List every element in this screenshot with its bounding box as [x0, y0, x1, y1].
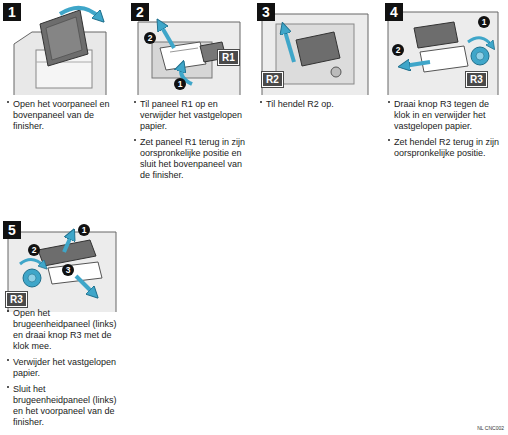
callout-number: 2	[144, 32, 156, 44]
instruction-bullet: Til hendel R2 op.	[259, 99, 377, 110]
step-1-figure	[14, 8, 106, 95]
part-label-text: R3	[470, 74, 483, 85]
bullet-dot	[7, 101, 9, 103]
part-label-text: R2	[266, 74, 279, 85]
callout-number-text: 1	[178, 79, 183, 89]
bullet-dot	[7, 310, 9, 312]
step-number: 5	[3, 221, 21, 239]
step-number: 4	[385, 3, 403, 21]
callout-number-text: 1	[482, 17, 487, 27]
instruction-column: Draai knop R3 tegen de klok in en verwij…	[387, 99, 503, 164]
instruction-column: Open het voorpaneel en bovenpaneel van d…	[6, 99, 124, 137]
bullet-dot	[388, 139, 390, 141]
bullet-dot	[388, 101, 390, 103]
step-number: 1	[3, 3, 21, 21]
callout-number: 2	[28, 244, 40, 256]
instruction-text: Til paneel R1 op en verwijder het vastge…	[140, 99, 242, 131]
callout-number: 1	[78, 224, 90, 236]
step-number-text: 3	[262, 4, 270, 20]
instruction-column: Open het brugeenheidpaneel (links) en dr…	[6, 308, 124, 433]
bullet-dot	[134, 101, 136, 103]
instruction-text: Sluit het brugeenheidpaneel (links) en h…	[13, 384, 117, 427]
callout-number-text: 2	[148, 33, 153, 43]
callout-number: 2	[392, 44, 404, 56]
part-label-text: R3	[10, 294, 23, 305]
instruction-text: Til hendel R2 op.	[266, 99, 334, 109]
bullet-dot	[7, 359, 9, 361]
callout-number-text: 2	[32, 245, 37, 255]
step-3-figure	[262, 14, 368, 95]
bullet-dot	[134, 139, 136, 141]
step-number-text: 1	[8, 4, 16, 20]
callout-number-text: 1	[82, 225, 87, 235]
step-number: 2	[131, 3, 149, 21]
instruction-bullet: Open het voorpaneel en bovenpaneel van d…	[6, 99, 124, 132]
callout-number-text: 3	[66, 265, 71, 275]
instruction-column: Til hendel R2 op.	[259, 99, 377, 115]
part-label: R3	[466, 72, 487, 87]
step-number-text: 4	[390, 4, 398, 20]
bullet-dot	[7, 386, 9, 388]
callout-number: 1	[174, 78, 186, 90]
instruction-bullet: Zet hendel R2 terug in zijn oorspronkeli…	[387, 137, 503, 159]
instruction-text: Zet paneel R1 terug in zijn oorspronkeli…	[140, 137, 245, 180]
instruction-text: Verwijder het vastgelopen papier.	[13, 357, 116, 378]
step-2-figure	[138, 22, 240, 95]
callout-number: 1	[478, 16, 490, 28]
part-label-text: R1	[222, 52, 235, 63]
instruction-text: Zet hendel R2 terug in zijn oorspronkeli…	[394, 137, 499, 158]
instruction-column: Til paneel R1 op en verwijder het vastge…	[133, 99, 251, 186]
instruction-bullet: Sluit het brugeenheidpaneel (links) en h…	[6, 384, 124, 428]
instruction-bullet: Open het brugeenheidpaneel (links) en dr…	[6, 308, 124, 352]
instruction-text: Draai knop R3 tegen de klok in en verwij…	[394, 99, 489, 131]
instruction-bullet: Draai knop R3 tegen de klok in en verwij…	[387, 99, 503, 132]
step-number: 3	[257, 3, 275, 21]
figure-code: NL CNC002	[477, 425, 504, 431]
instruction-bullet: Til paneel R1 op en verwijder het vastge…	[133, 99, 251, 132]
instruction-text: Open het voorpaneel en bovenpaneel van d…	[13, 99, 110, 131]
instruction-bullet: Zet paneel R1 terug in zijn oorspronkeli…	[133, 137, 251, 181]
part-label: R1	[218, 50, 239, 65]
step-number-text: 2	[136, 4, 144, 20]
instruction-bullet: Verwijder het vastgelopen papier.	[6, 357, 124, 379]
step-4-figure	[388, 12, 498, 95]
instruction-text: Open het brugeenheidpaneel (links) en dr…	[13, 308, 117, 351]
callout-number-text: 2	[396, 45, 401, 55]
step-number-text: 5	[8, 222, 16, 238]
part-label: R2	[262, 72, 283, 87]
part-label: R3	[6, 292, 27, 307]
callout-number: 3	[62, 264, 74, 276]
bullet-dot	[260, 101, 262, 103]
